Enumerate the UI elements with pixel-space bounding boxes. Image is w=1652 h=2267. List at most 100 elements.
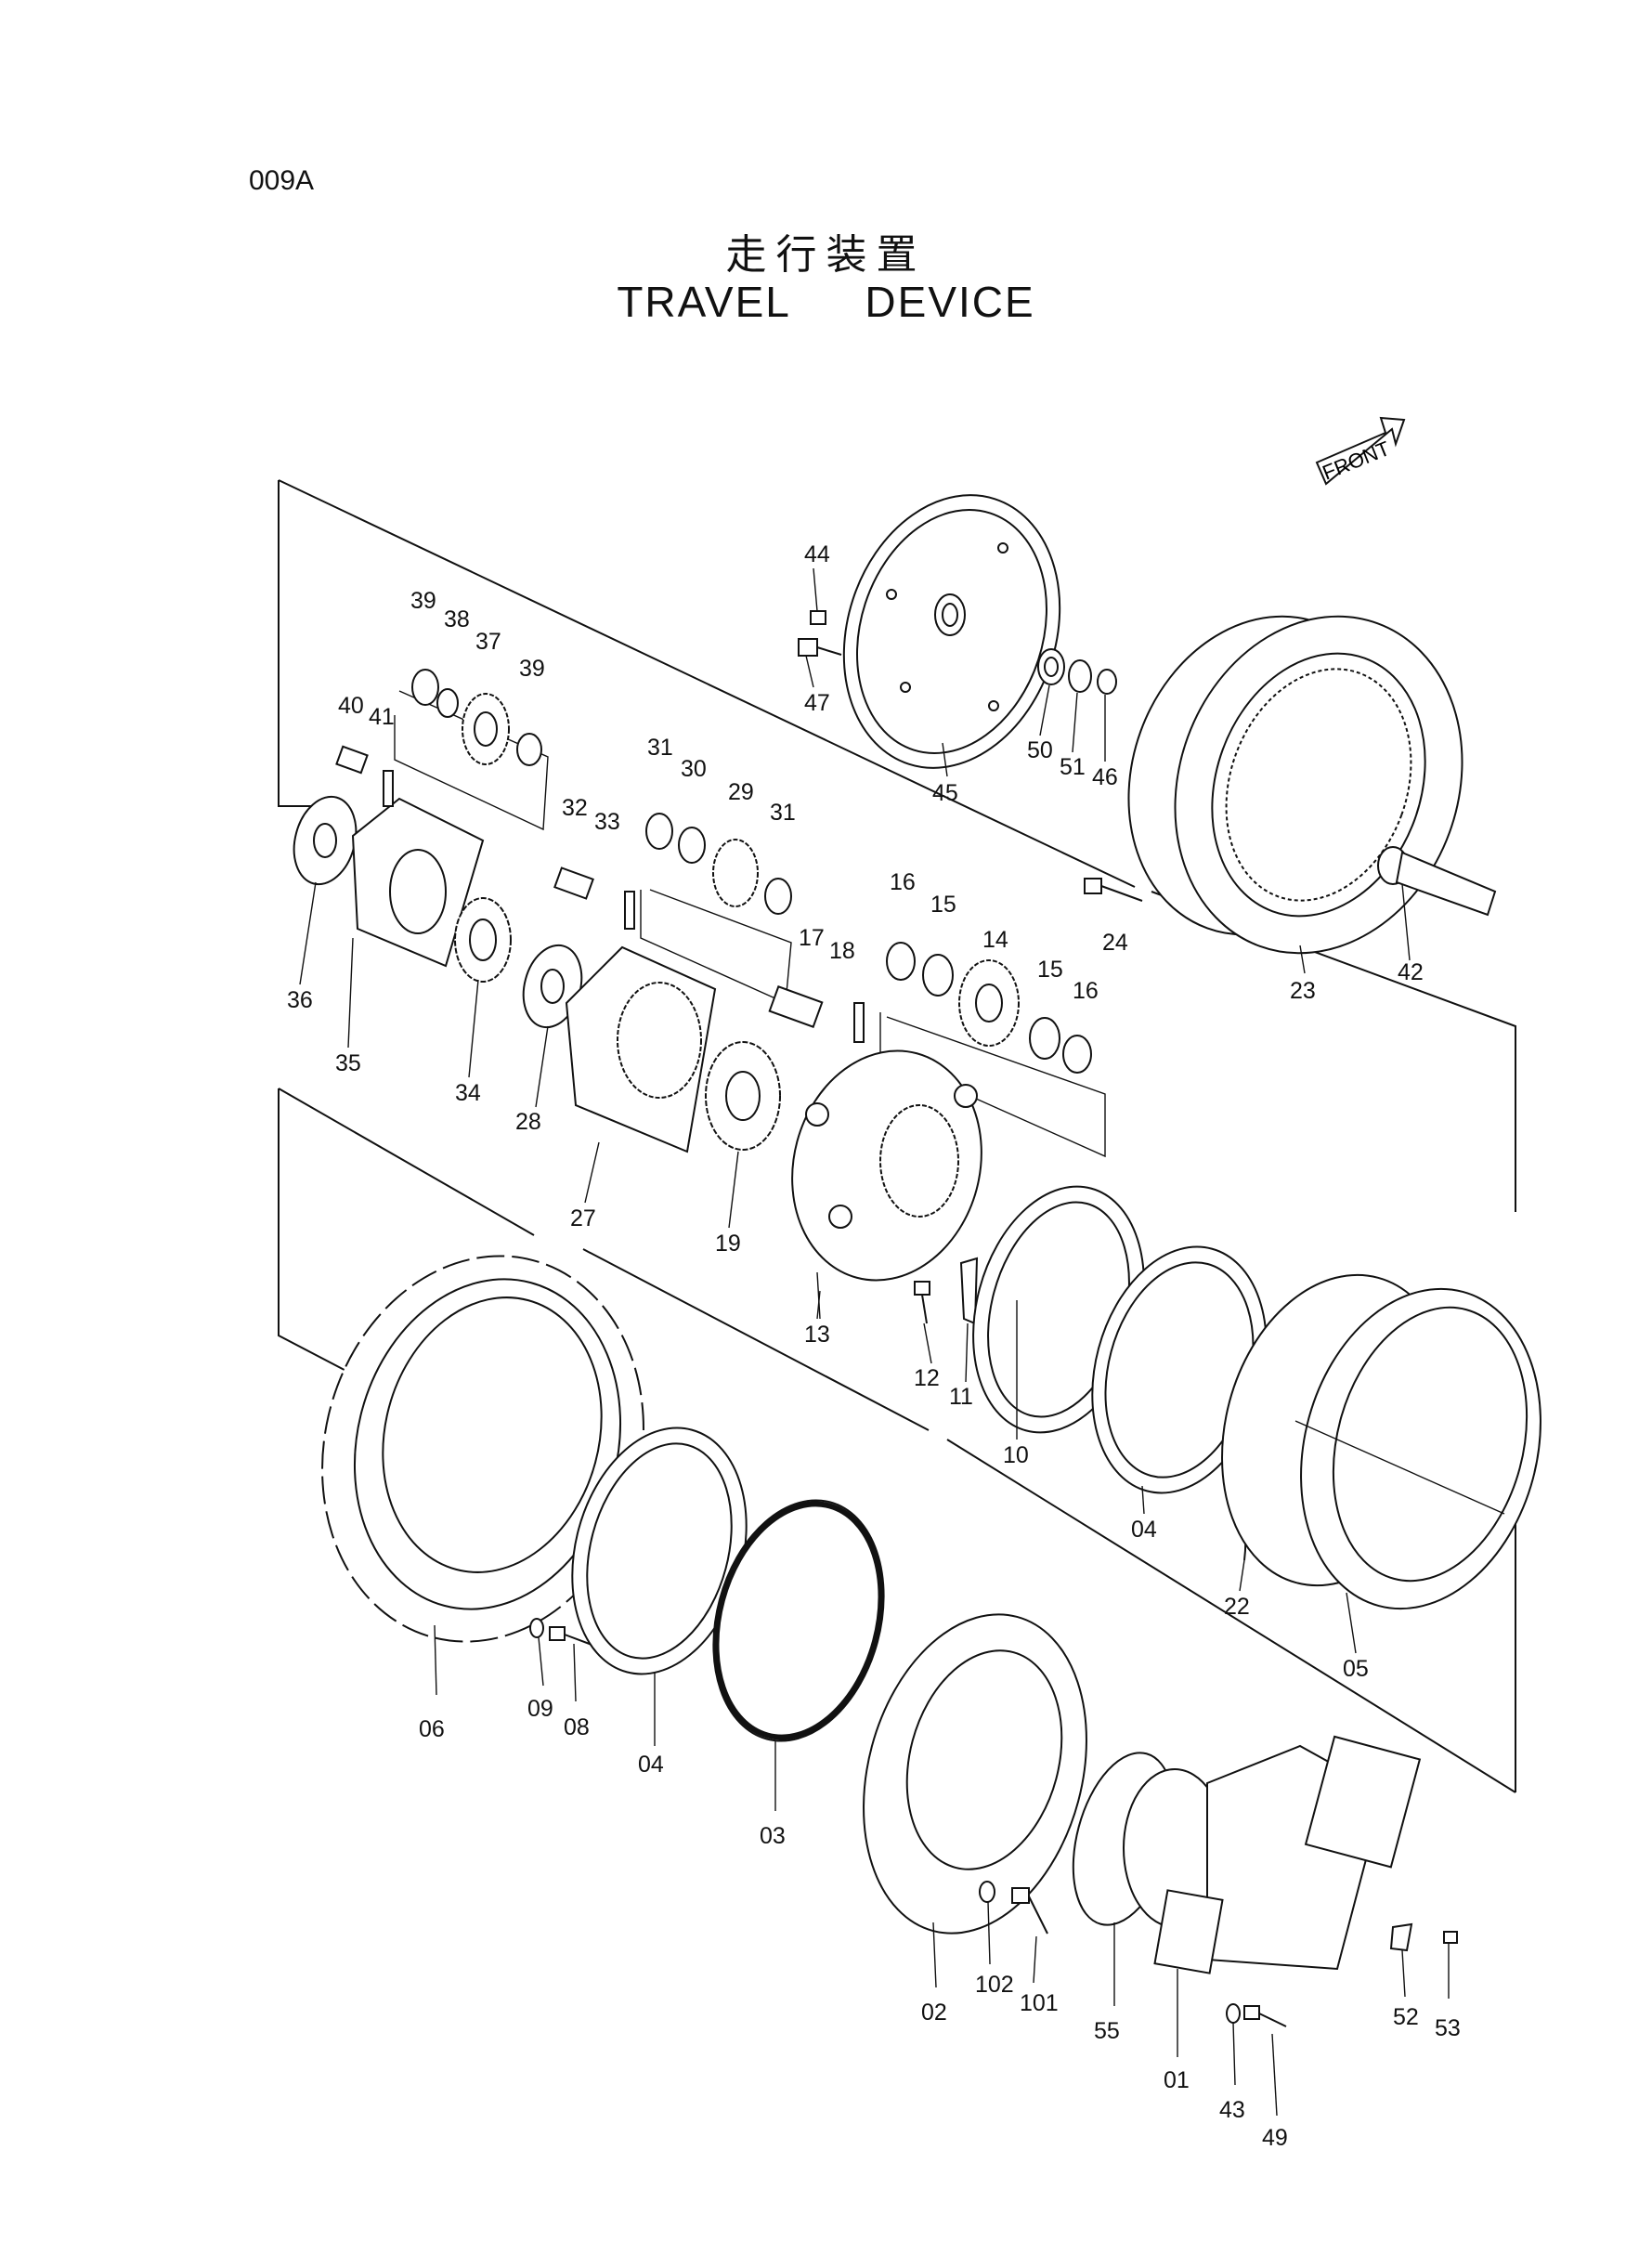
part-label-39a: 39 [410,588,436,614]
thrust-washer-16a [886,942,916,981]
seal-03 [712,1499,885,1742]
thrust-washer-16b [1062,1035,1092,1074]
part-label-40: 40 [338,693,364,719]
carrier-13 [791,1049,982,1282]
thrust-washer-31b [764,878,792,915]
part-label-101: 101 [1020,1990,1059,2016]
plug-46 [1097,669,1117,695]
bolt-101 [1011,1887,1048,1935]
part-label-38: 38 [444,606,470,632]
sun-gear-34 [454,897,512,983]
part-label-15b: 15 [1037,957,1063,983]
part-label-04-left: 04 [638,1752,664,1778]
plate-52 [1389,1922,1413,1952]
part-label-55: 55 [1094,2018,1120,2044]
drum-housing-05 [1221,1273,1541,1610]
part-label-19: 19 [715,1231,741,1257]
part-label-27: 27 [570,1205,596,1231]
part-label-11: 11 [949,1384,973,1410]
travel-motor-01 [1123,1735,1422,1974]
part-label-37: 37 [475,629,501,655]
part-label-36: 36 [287,987,313,1013]
part-label-02: 02 [921,2000,947,2026]
carrier-27 [565,945,717,1153]
bearing-15b [1029,1017,1060,1060]
part-label-35: 35 [335,1050,361,1076]
part-label-50: 50 [1027,737,1053,763]
part-label-05: 05 [1343,1656,1369,1682]
title-english-word-1: TRAVEL [617,278,791,326]
part-label-52: 52 [1393,2004,1419,2030]
part-label-44: 44 [804,541,830,567]
part-label-29: 29 [728,779,754,805]
bolt-49 [1243,2005,1287,2027]
bolt-47 [798,638,842,657]
floating-seal-04-left [571,1427,748,1675]
part-label-14: 14 [982,927,1008,953]
part-label-28: 28 [515,1109,541,1135]
part-label-08: 08 [564,1714,590,1740]
part-label-23: 23 [1290,978,1316,1004]
part-label-09: 09 [527,1696,553,1722]
part-label-51: 51 [1060,754,1086,780]
carrier-35 [351,797,485,968]
part-label-47: 47 [804,690,830,716]
bearing-15a [922,954,954,997]
part-label-22: 22 [1224,1594,1250,1620]
washer-36 [293,795,358,886]
thrust-washer-39b [516,733,542,766]
part-label-53: 53 [1435,2015,1461,2041]
part-label-41: 41 [369,704,395,730]
sun-gear-19 [705,1041,781,1151]
pin-18 [853,1002,865,1043]
bearing-50 [1037,648,1065,685]
plug-44 [810,610,826,625]
washer-43 [1226,2003,1241,2024]
part-label-45: 45 [932,780,958,806]
title-english: TRAVEL DEVICE [0,277,1652,327]
part-label-31b: 31 [770,800,796,826]
part-label-18: 18 [829,938,855,964]
leader-lines [299,567,1505,2117]
shaft-42 [1377,846,1497,917]
part-label-04-right: 04 [1131,1517,1157,1543]
part-label-16b: 16 [1073,978,1099,1004]
front-arrow-icon: FRONT [1315,416,1406,486]
washer-09 [529,1618,544,1638]
part-label-01: 01 [1164,2067,1190,2093]
part-number-labels: 44 47 45 50 51 46 39 38 37 39 40 41 36 3… [287,541,1461,2151]
part-label-34: 34 [455,1080,481,1106]
pin-40 [335,745,369,775]
part-label-32: 32 [562,795,588,821]
frame-lines [278,479,1516,1793]
part-label-16a: 16 [890,869,916,895]
washer-102 [979,1881,995,1903]
part-label-30: 30 [681,756,707,782]
gear-29 [712,839,759,907]
pin-41 [383,770,394,807]
bearing-38 [436,688,459,718]
bolt-12 [914,1281,930,1324]
part-label-42: 42 [1398,959,1424,985]
part-label-49: 49 [1262,2125,1288,2151]
part-label-17: 17 [799,925,825,951]
gear-37 [462,693,510,765]
pin-32 [553,866,594,900]
bolt-53 [1443,1931,1458,1944]
thrust-washer-39a [411,669,439,706]
part-label-31a: 31 [647,735,673,761]
page-code: 009A [249,165,315,196]
bolt-24 [1084,878,1143,902]
part-label-39b: 39 [519,656,545,682]
part-label-13: 13 [804,1322,830,1348]
title-english-word-2: DEVICE [865,278,1035,326]
part-label-06: 06 [419,1716,445,1742]
part-label-15a: 15 [930,892,956,918]
part-label-03: 03 [760,1823,786,1849]
thrust-washer-31a [645,813,673,850]
part-label-10: 10 [1003,1442,1029,1468]
front-label: FRONT [1320,436,1394,485]
pin-17 [768,985,824,1028]
